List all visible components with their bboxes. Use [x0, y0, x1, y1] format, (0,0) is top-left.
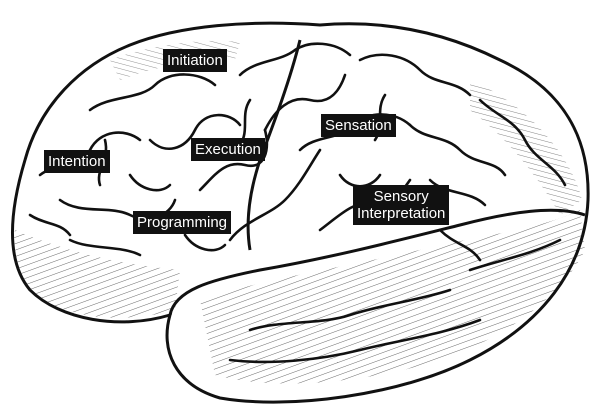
- label-intention-text: Intention: [48, 153, 106, 170]
- label-intention: Intention: [44, 150, 110, 173]
- hatched-region-frontal-base: [13, 230, 180, 318]
- label-sensory-line2: Interpretation: [357, 205, 446, 222]
- label-execution-text: Execution: [195, 141, 261, 158]
- label-sensory-line1: Sensory: [373, 188, 429, 205]
- label-initiation: Initiation: [163, 49, 227, 72]
- label-execution: Execution: [191, 138, 265, 161]
- label-sensation: Sensation: [321, 114, 396, 137]
- label-sensory-interpretation: Sensory Interpretation: [353, 185, 450, 225]
- label-initiation-text: Initiation: [167, 52, 223, 69]
- label-sensation-text: Sensation: [325, 117, 392, 134]
- temporal-lobe-outline: [168, 208, 586, 316]
- label-programming-text: Programming: [137, 214, 228, 231]
- label-programming: Programming: [133, 211, 232, 234]
- hatched-region-temporal: [200, 210, 585, 384]
- gyri-folds: [28, 42, 567, 364]
